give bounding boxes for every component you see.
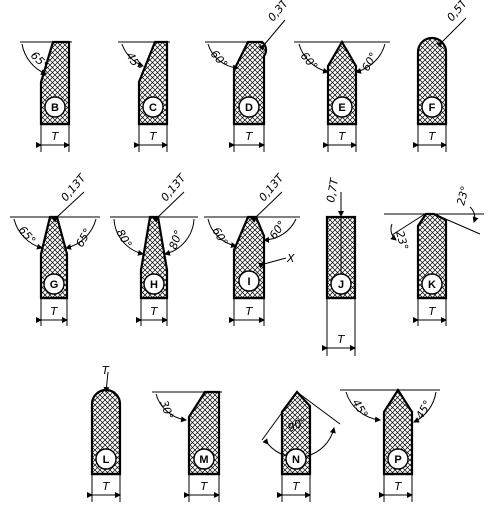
tool-G: G T 65° 65° 0,13T <box>10 171 100 326</box>
tool-K-width: T <box>429 305 437 318</box>
tool-F-width: T <box>429 130 437 143</box>
tool-M-letter: M <box>199 454 208 466</box>
tool-M-width: T <box>201 480 209 493</box>
tool-G-radius: 0,13T <box>58 171 89 204</box>
tool-B-letter: B <box>51 102 59 114</box>
tool-J-letter: J <box>338 279 344 291</box>
tool-B: B T 65° <box>20 40 72 152</box>
tool-K-angle-right: 23° <box>454 185 472 207</box>
tool-P: P T 45° 45° <box>340 387 440 502</box>
tool-H-radius: 0,13T <box>158 171 189 204</box>
tool-L-radius: T <box>102 364 110 377</box>
tool-E-width: T <box>339 130 347 143</box>
tool-F-letter: F <box>429 102 436 114</box>
tool-C-width: T <box>150 130 158 143</box>
tool-E-letter: E <box>338 102 345 114</box>
tool-D-letter: D <box>245 102 253 114</box>
tool-P-angle-right: 45° <box>413 398 434 421</box>
tool-G-letter: G <box>50 279 59 291</box>
tool-E-angle-left: 60° <box>298 50 320 73</box>
tool-E: E T 60° 60° <box>294 39 390 152</box>
tool-I-radius: 0,13T <box>256 171 287 204</box>
tool-H-width: T <box>151 305 159 318</box>
tool-L: L T T <box>87 364 122 502</box>
tool-P-letter: P <box>394 454 401 466</box>
tool-I-angle-right: 60° <box>267 218 289 241</box>
tool-M: M T 30° <box>152 390 222 502</box>
tool-K: K T 23° 23° <box>384 185 484 326</box>
tool-I: I T 60° 60° 0,13T X <box>204 171 300 326</box>
tool-H: H T 80° 80° 0,13T <box>110 171 198 326</box>
tool-M-angle: 30° <box>157 399 176 422</box>
tool-F: F T 0,5T <box>413 0 471 152</box>
tool-H-letter: H <box>150 279 158 291</box>
tool-I-width: T <box>246 305 254 318</box>
tool-P-width: T <box>395 480 403 493</box>
tool-F-radius: 0,5T <box>444 0 470 24</box>
tool-N-width: T <box>293 480 301 493</box>
tool-J-radius: 0,7T <box>324 176 341 203</box>
tool-I-x-label: X <box>286 252 295 265</box>
tool-B-width: T <box>52 130 60 143</box>
tool-C-letter: C <box>149 102 157 114</box>
tool-J-width: T <box>338 333 346 346</box>
tool-N-letter: N <box>292 454 300 466</box>
tool-K-letter: K <box>428 279 436 291</box>
tool-D-width: T <box>246 130 254 143</box>
tool-L-width: T <box>103 480 111 493</box>
tool-I-letter: I <box>247 276 250 288</box>
tool-C: C T 45° <box>118 40 170 152</box>
tool-J: J T 0,7T <box>322 176 357 356</box>
tool-G-width: T <box>51 305 59 318</box>
tool-D-radius: 0,3T <box>265 0 291 24</box>
tool-D: D T 60° 0,3T <box>205 0 292 152</box>
tool-H-angle-right: 80° <box>167 228 186 251</box>
tool-N: N T 90° <box>261 390 341 502</box>
tool-G-angle-left: 65° <box>16 224 38 247</box>
tool-K-angle-left: 23° <box>393 229 411 251</box>
tool-L-letter: L <box>103 454 110 466</box>
tool-I-angle-left: 60° <box>209 225 230 248</box>
